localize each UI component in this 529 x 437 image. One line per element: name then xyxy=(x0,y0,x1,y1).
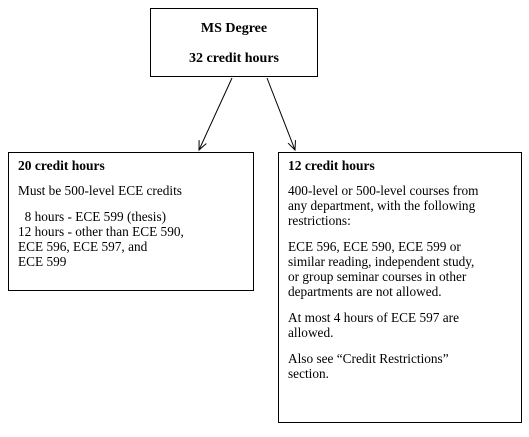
ms-degree-title: MS Degree xyxy=(200,21,268,36)
total-credit-hours: 32 credit hours xyxy=(189,51,279,66)
paragraph-line: any department, with the following xyxy=(288,198,476,213)
see-also-paragraph: Also see “Credit Restrictions” section. xyxy=(288,351,521,381)
paragraph-line: departments are not allowed. xyxy=(288,284,442,299)
elective-courses-paragraph: 400-level or 500-level courses from any … xyxy=(288,183,521,228)
required-credits-intro: Must be 500-level ECE credits xyxy=(18,183,182,198)
required-credits-line: 8 hours - ECE 599 (thesis) xyxy=(18,209,167,224)
required-credits-box: 20 credit hours Must be 500-level ECE cr… xyxy=(8,152,254,291)
elective-credits-box: 12 credit hours 400-level or 500-level c… xyxy=(278,152,522,423)
paragraph-line: section. xyxy=(288,366,329,381)
ms-degree-box: MS Degree 32 credit hours xyxy=(150,8,318,77)
arrow-to-elective-credits xyxy=(266,77,295,150)
paragraph-line: allowed. xyxy=(288,325,334,340)
required-credits-heading: 20 credit hours xyxy=(18,158,105,173)
arrow-to-required-credits xyxy=(199,77,233,150)
required-credits-line: 12 hours - other than ECE 590, xyxy=(18,224,184,239)
paragraph-line: similar reading, independent study, xyxy=(288,254,475,269)
required-credits-line: ECE 596, ECE 597, and xyxy=(18,239,148,254)
paragraph-line: Also see “Credit Restrictions” xyxy=(288,351,449,366)
paragraph-line: or group seminar courses in other xyxy=(288,269,467,284)
paragraph-line: 400-level or 500-level courses from xyxy=(288,183,479,198)
required-credits-line: ECE 599 xyxy=(18,254,67,269)
paragraph-line: restrictions: xyxy=(288,213,351,228)
paragraph-line: ECE 596, ECE 590, ECE 599 or xyxy=(288,239,461,254)
ece597-limit-paragraph: At most 4 hours of ECE 597 are allowed. xyxy=(288,310,521,340)
excluded-courses-paragraph: ECE 596, ECE 590, ECE 599 or similar rea… xyxy=(288,239,521,299)
elective-credits-heading: 12 credit hours xyxy=(288,158,375,173)
paragraph-line: At most 4 hours of ECE 597 are xyxy=(288,310,459,325)
